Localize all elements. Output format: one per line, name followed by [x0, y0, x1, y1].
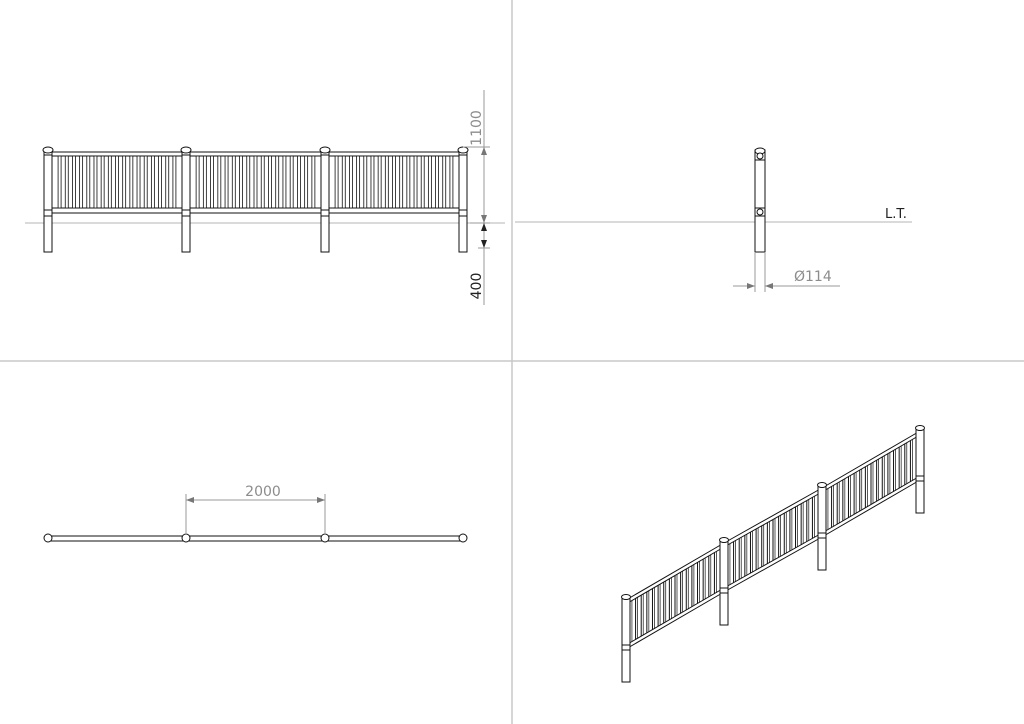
top-post: [181, 533, 191, 543]
front-dimension-lines: [463, 90, 490, 305]
diameter-dimension-label: Ø114: [794, 269, 832, 285]
front-post: [457, 146, 469, 253]
front-balusters: [57, 155, 454, 209]
front-post: [319, 146, 331, 253]
front-view: 1100 400: [25, 90, 505, 305]
iso-post: [817, 482, 827, 571]
front-post: [42, 146, 54, 253]
iso-post: [719, 537, 729, 626]
top-post: [320, 533, 330, 543]
ground-line-label: L.T.: [885, 207, 907, 222]
isometric-view: [621, 425, 925, 683]
spacing-dimension-label: 2000: [245, 484, 281, 500]
top-post: [43, 533, 53, 543]
diameter-dimension-lines: [733, 252, 840, 292]
spacing-dimension-lines: [185, 494, 326, 535]
side-view: Ø114 L.T.: [515, 147, 912, 292]
ground-dimension-label: 400: [469, 273, 485, 300]
top-rail: [48, 535, 463, 542]
iso-post: [621, 594, 631, 683]
side-post: [754, 147, 766, 253]
iso-balusters: [629, 436, 919, 643]
height-dimension-label: 1100: [469, 110, 485, 146]
front-post: [180, 146, 192, 253]
top-post: [458, 533, 468, 543]
top-view: 2000: [43, 484, 468, 543]
iso-post: [915, 425, 925, 514]
